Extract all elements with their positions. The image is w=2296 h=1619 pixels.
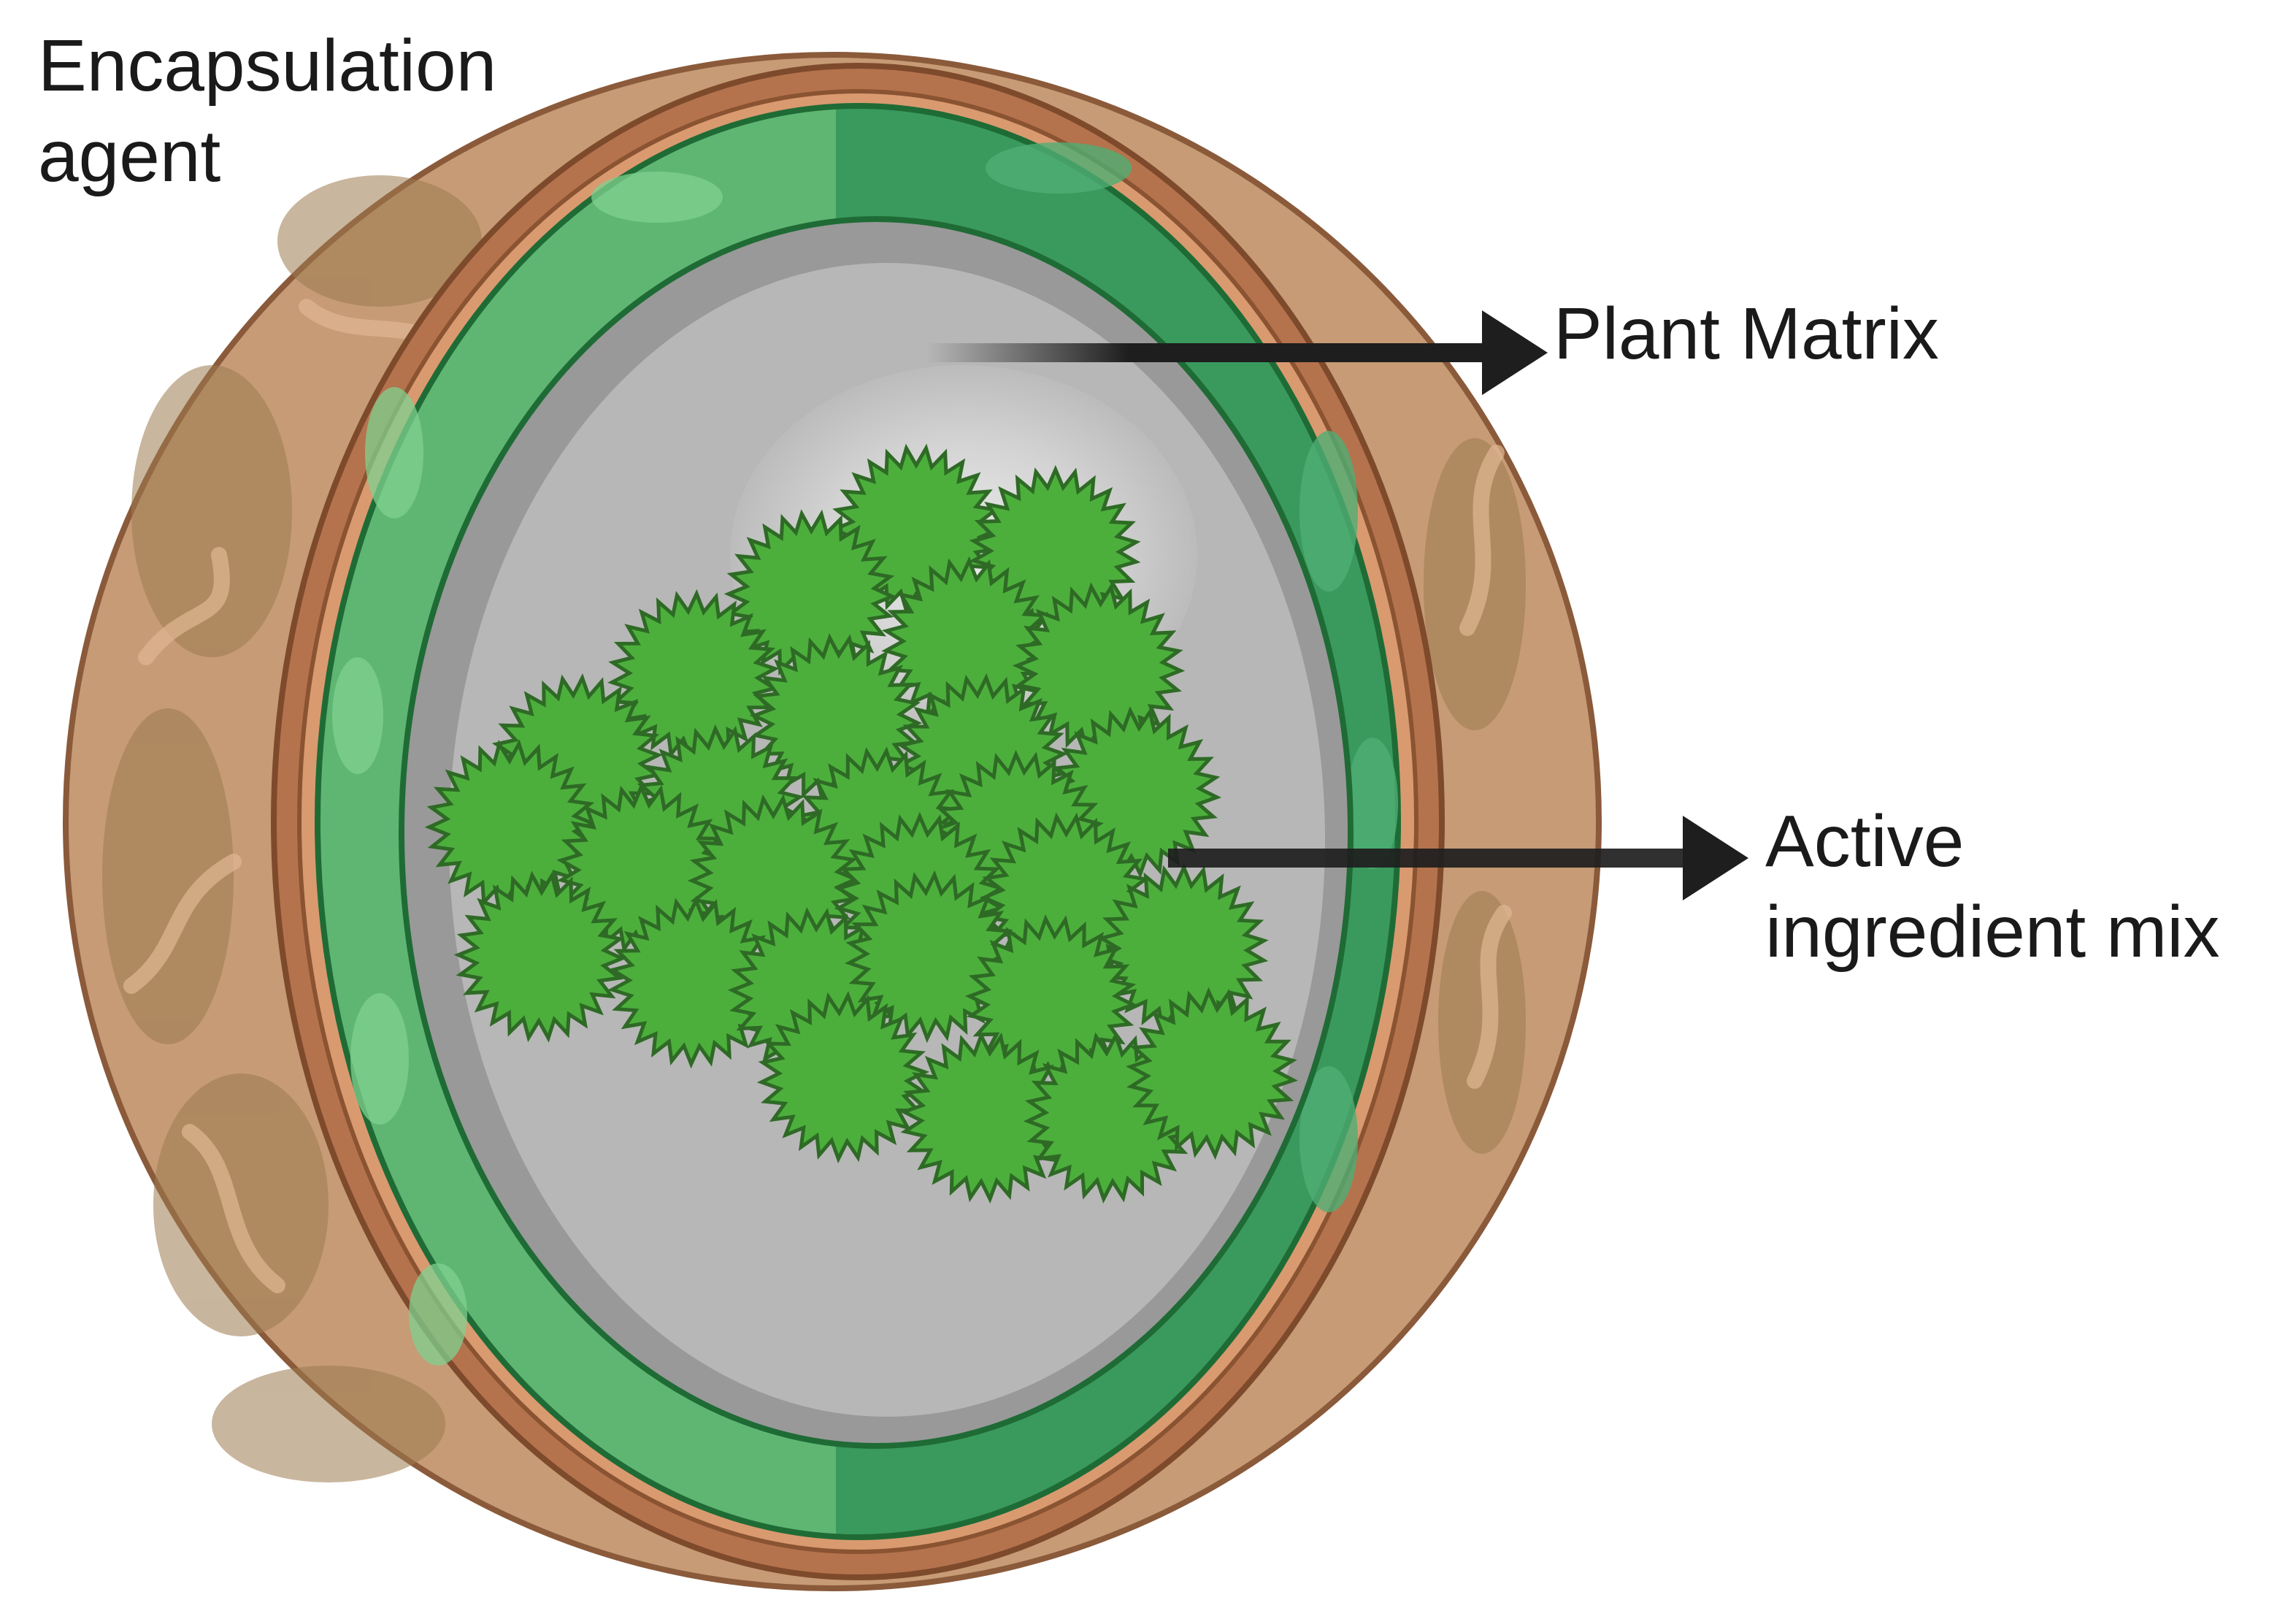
spiky-particle-icon	[1012, 582, 1186, 754]
encapsulation-agent-label-line1: Encapsulation	[38, 25, 497, 107]
encapsulation-agent-label: Encapsulation agent	[38, 20, 496, 202]
arrow-right-icon	[1683, 816, 1748, 900]
arrow-right-icon	[1482, 310, 1548, 395]
arrow-active-ingredient	[1168, 816, 1748, 900]
spiky-particle-icon	[756, 990, 930, 1164]
spiky-particle-icon	[1126, 987, 1298, 1160]
arrow-shaft	[1168, 849, 1694, 868]
arrow-plant-matrix	[927, 310, 1548, 395]
arrow-shaft	[927, 343, 1504, 362]
active-ingredient-label-line2: ingredient mix	[1765, 891, 2220, 973]
active-ingredient-label-line1: Active	[1765, 800, 1965, 882]
encapsulation-agent-label-line2: agent	[38, 115, 221, 197]
active-ingredient-cluster	[424, 443, 1298, 1204]
active-ingredient-label: Active ingredient mix	[1765, 796, 2220, 977]
plant-matrix-label: Plant Matrix	[1554, 293, 1939, 375]
spiky-particle-icon	[453, 870, 627, 1043]
spiky-particle-icon	[607, 589, 780, 762]
